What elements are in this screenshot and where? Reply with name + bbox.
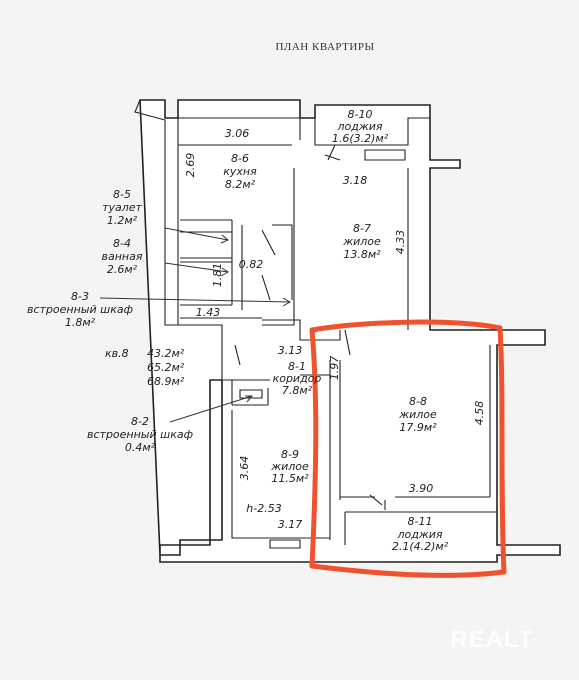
room-8-2: 8-2 встроенный шкаф 0.4м² xyxy=(87,415,193,454)
room-id: 8-8 xyxy=(409,395,427,408)
room-id: 8-6 xyxy=(231,152,249,165)
room-name: лоджия xyxy=(396,528,442,541)
room-8-8: 8-8 жилое 17.9м² xyxy=(398,395,437,434)
room-8-6: 8-6 кухня 8.2м² xyxy=(223,152,257,191)
room-id: 8-3 xyxy=(71,290,89,303)
watermark-text: REALT xyxy=(450,626,533,653)
dimensions: 3.06 2.69 3.18 4.33 0.82 1.81 1.43 3.13 … xyxy=(184,127,486,531)
room-8-5: 8-5 туалет 1.2м² xyxy=(102,188,142,227)
room-8-4: 8-4 ванная 2.6м² xyxy=(102,237,143,276)
room-area: 1.6(3.2)м² xyxy=(332,132,389,145)
dim-label: 3.17 xyxy=(278,518,303,531)
room-area: 13.8м² xyxy=(343,248,381,261)
room-name: встроенный шкаф xyxy=(87,428,193,441)
dim-label: 3.90 xyxy=(409,482,434,495)
room-name: туалет xyxy=(102,201,142,214)
room-id: 8-7 xyxy=(353,222,371,235)
plan-title: ПЛАН КВАРТИРЫ xyxy=(275,41,374,53)
room-name: жилое xyxy=(342,235,381,248)
room-area: 1.2м² xyxy=(107,214,138,227)
room-name: жилое xyxy=(270,460,309,473)
dim-label: 1.43 xyxy=(196,306,221,319)
apartment-totals: кв.8 43.2м² 65.2м² 68.9м² xyxy=(105,347,185,388)
room-area: 7.8м² xyxy=(282,384,313,397)
apartment-area-3: 68.9м² xyxy=(147,375,185,388)
room-name: лоджия xyxy=(336,120,382,133)
room-8-1: 8-1 коридор 7.8м² xyxy=(273,360,322,397)
room-area: 0.4м² xyxy=(125,441,156,454)
room-area: 11.5м² xyxy=(271,472,309,485)
room-8-10: 8-10 лоджия 1.6(3.2)м² xyxy=(332,108,389,145)
dim-label: 2.69 xyxy=(184,153,197,178)
dim-label: 0.82 xyxy=(239,258,264,271)
room-area: 8.2м² xyxy=(225,178,256,191)
room-name: кухня xyxy=(223,165,257,178)
dim-label: 3.64 xyxy=(238,456,251,481)
room-name: ванная xyxy=(102,250,143,263)
dim-label: 3.13 xyxy=(278,344,303,357)
room-8-9: 8-9 жилое 11.5м² xyxy=(270,448,309,485)
room-8-7: 8-7 жилое 13.8м² xyxy=(342,222,381,261)
room-8-11: 8-11 лоджия 2.1(4.2)м² xyxy=(392,515,449,553)
dim-label: 1.97 xyxy=(328,356,341,381)
room-id: 8-1 xyxy=(288,360,306,373)
highlight-outline xyxy=(309,319,507,578)
dim-label: 4.33 xyxy=(394,230,407,255)
room-area: 2.6м² xyxy=(107,263,138,276)
room-8-3: 8-3 встроенный шкаф 1.8м² xyxy=(27,290,133,329)
dim-label: h-2.53 xyxy=(246,502,281,515)
room-name: коридор xyxy=(273,372,322,385)
dim-label: 3.06 xyxy=(225,127,250,140)
room-id: 8-11 xyxy=(408,515,433,528)
door-swings xyxy=(234,144,383,506)
room-name: встроенный шкаф xyxy=(27,303,133,316)
room-name: жилое xyxy=(398,408,437,421)
room-id: 8-5 xyxy=(113,188,131,201)
dim-label: 4.58 xyxy=(473,401,486,426)
leader-arrows xyxy=(99,227,292,423)
room-id: 8-10 xyxy=(348,108,373,121)
room-id: 8-2 xyxy=(131,415,149,428)
dim-label: 3.18 xyxy=(343,174,368,187)
apartment-area-2: 65.2м² xyxy=(147,361,185,374)
outer-walls xyxy=(134,99,561,563)
apartment-label: кв.8 xyxy=(105,347,129,360)
dim-label: 1.81 xyxy=(211,263,224,288)
room-area: 17.9м² xyxy=(399,421,437,434)
apartment-area-1: 43.2м² xyxy=(147,347,185,360)
room-id: 8-4 xyxy=(113,237,131,250)
room-area: 1.8м² xyxy=(65,316,96,329)
room-area: 2.1(4.2)м² xyxy=(392,540,449,553)
room-id: 8-9 xyxy=(281,448,299,461)
